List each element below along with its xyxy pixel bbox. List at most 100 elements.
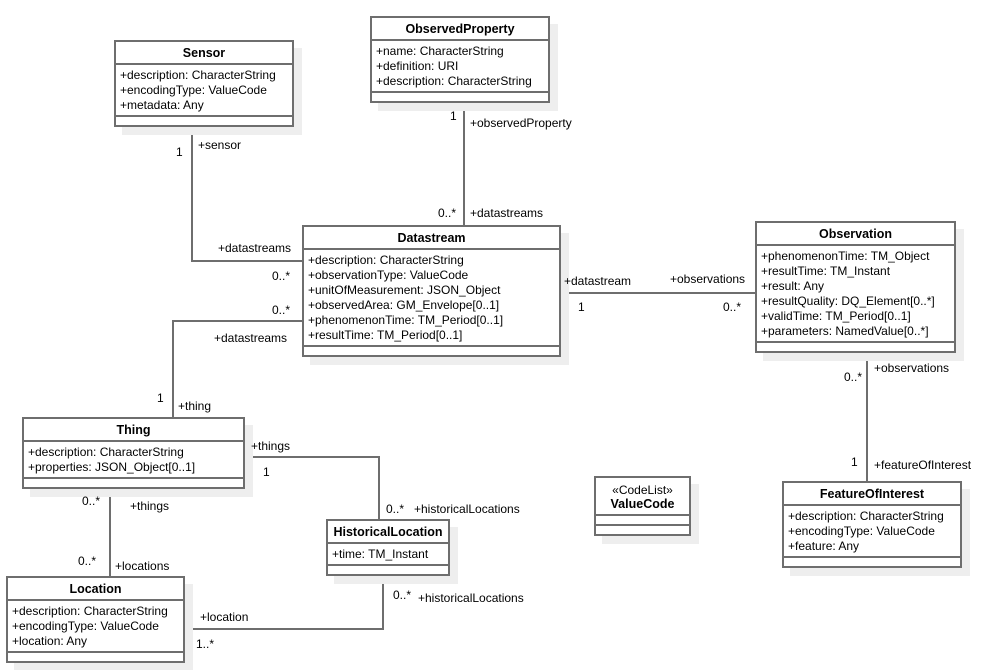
multiplicity-label: 1 bbox=[263, 465, 270, 479]
attribute: +description: CharacterString bbox=[376, 74, 532, 88]
role-label: +locations bbox=[115, 559, 170, 573]
role-label: +thing bbox=[178, 399, 212, 413]
attribute-list: +description: CharacterString +propertie… bbox=[24, 442, 243, 479]
operation-list bbox=[372, 93, 548, 101]
assoc-thing-datastream[interactable] bbox=[172, 320, 303, 418]
attribute: +observedArea: GM_Envelope[0..1] bbox=[308, 298, 500, 312]
operation-list bbox=[757, 343, 954, 351]
multiplicity-label: 1 bbox=[851, 455, 858, 469]
operation-list bbox=[304, 347, 559, 355]
role-label: +datastream bbox=[564, 274, 632, 288]
attribute: +phenomenonTime: TM_Period[0..1] bbox=[308, 313, 504, 327]
multiplicity-label: 0..* bbox=[82, 494, 101, 508]
attribute: +metadata: Any bbox=[120, 98, 204, 112]
role-label: +location bbox=[200, 610, 249, 624]
multiplicity-label: 0..* bbox=[272, 303, 291, 317]
attribute: +description: CharacterString bbox=[12, 604, 168, 618]
attribute: +phenomenonTime: TM_Object bbox=[761, 249, 930, 263]
class-feature-of-interest[interactable]: FeatureOfInterest +description: Characte… bbox=[782, 481, 962, 568]
attribute-list: +description: CharacterString +encodingT… bbox=[784, 506, 960, 558]
attribute: +encodingType: ValueCode bbox=[120, 83, 267, 97]
attribute-list: +phenomenonTime: TM_Object +resultTime: … bbox=[757, 246, 954, 343]
attribute-list bbox=[596, 516, 689, 526]
role-label: +historicalLocations bbox=[418, 591, 524, 605]
role-label: +featureOfInterest bbox=[874, 458, 972, 472]
attribute-list: +description: CharacterString +observati… bbox=[304, 250, 559, 347]
operation-list bbox=[116, 117, 292, 125]
attribute: +unitOfMeasurement: JSON_Object bbox=[308, 283, 501, 297]
attribute: +description: CharacterString bbox=[120, 68, 276, 82]
assoc-location-historicallocation[interactable] bbox=[184, 577, 384, 630]
role-label: +observations bbox=[670, 272, 746, 286]
assoc-sensor-datastream[interactable] bbox=[191, 128, 303, 262]
role-label: +datastreams bbox=[470, 206, 544, 220]
multiplicity-label: 1 bbox=[578, 300, 585, 314]
operation-list bbox=[328, 566, 448, 574]
attribute: +description: CharacterString bbox=[28, 445, 184, 459]
attribute: +observationType: ValueCode bbox=[308, 268, 469, 282]
multiplicity-label: 1 bbox=[157, 391, 164, 405]
class-name: Observation bbox=[757, 223, 954, 246]
attribute: +parameters: NamedValue[0..*] bbox=[761, 324, 929, 338]
class-name: Location bbox=[8, 578, 183, 601]
attribute: +properties: JSON_Object[0..1] bbox=[28, 460, 196, 474]
attribute-list: +time: TM_Instant bbox=[328, 544, 448, 566]
multiplicity-label: 1..* bbox=[196, 637, 215, 651]
operation-list bbox=[596, 526, 689, 534]
class-value-code[interactable]: «CodeList» ValueCode bbox=[594, 476, 691, 536]
attribute: +validTime: TM_Period[0..1] bbox=[761, 309, 911, 323]
attribute: +resultTime: TM_Instant bbox=[761, 264, 891, 278]
attribute-list: +description: CharacterString +encodingT… bbox=[8, 601, 183, 653]
class-location[interactable]: Location +description: CharacterString +… bbox=[6, 576, 185, 663]
assoc-thing-historicallocation[interactable] bbox=[244, 456, 380, 520]
class-datastream[interactable]: Datastream +description: CharacterString… bbox=[302, 225, 561, 357]
multiplicity-label: 0..* bbox=[723, 300, 742, 314]
stereotype: «CodeList» bbox=[612, 483, 673, 497]
operation-list bbox=[784, 558, 960, 566]
class-name: Sensor bbox=[116, 42, 292, 65]
attribute: +feature: Any bbox=[788, 539, 860, 553]
attribute-list: +description: CharacterString +encodingT… bbox=[116, 65, 292, 117]
attribute: +name: CharacterString bbox=[376, 44, 504, 58]
multiplicity-label: 0..* bbox=[844, 370, 863, 384]
attribute: +location: Any bbox=[12, 634, 88, 648]
role-label: +datastreams bbox=[218, 241, 292, 255]
attribute: +description: CharacterString bbox=[308, 253, 464, 267]
attribute-list: +name: CharacterString +definition: URI … bbox=[372, 41, 548, 93]
class-sensor[interactable]: Sensor +description: CharacterString +en… bbox=[114, 40, 294, 127]
class-name: HistoricalLocation bbox=[328, 521, 448, 544]
class-name: ObservedProperty bbox=[372, 18, 548, 41]
class-historical-location[interactable]: HistoricalLocation +time: TM_Instant bbox=[326, 519, 450, 576]
operation-list bbox=[8, 653, 183, 661]
operation-list bbox=[24, 479, 243, 487]
attribute: +resultTime: TM_Period[0..1] bbox=[308, 328, 463, 342]
attribute: +definition: URI bbox=[376, 59, 459, 73]
role-label: +observedProperty bbox=[470, 116, 572, 130]
class-name: «CodeList» ValueCode bbox=[596, 478, 689, 516]
attribute: +encodingType: ValueCode bbox=[788, 524, 935, 538]
multiplicity-label: 0..* bbox=[393, 588, 412, 602]
role-label: +observations bbox=[874, 361, 950, 375]
class-observation[interactable]: Observation +phenomenonTime: TM_Object +… bbox=[755, 221, 956, 353]
multiplicity-label: 1 bbox=[176, 145, 183, 159]
class-thing[interactable]: Thing +description: CharacterString +pro… bbox=[22, 417, 245, 489]
attribute: +encodingType: ValueCode bbox=[12, 619, 159, 633]
attribute: +resultQuality: DQ_Element[0..*] bbox=[761, 294, 935, 308]
attribute: +result: Any bbox=[761, 279, 825, 293]
multiplicity-label: 1 bbox=[450, 109, 457, 123]
multiplicity-label: 0..* bbox=[78, 554, 97, 568]
role-label: +sensor bbox=[198, 138, 242, 152]
class-name: Datastream bbox=[304, 227, 559, 250]
class-name: FeatureOfInterest bbox=[784, 483, 960, 506]
multiplicity-label: 0..* bbox=[386, 502, 405, 516]
class-observed-property[interactable]: ObservedProperty +name: CharacterString … bbox=[370, 16, 550, 103]
role-label: +historicalLocations bbox=[414, 502, 520, 516]
role-label: +datastreams bbox=[214, 331, 288, 345]
multiplicity-label: 0..* bbox=[272, 269, 291, 283]
multiplicity-label: 0..* bbox=[438, 206, 457, 220]
attribute: +time: TM_Instant bbox=[332, 547, 429, 561]
role-label: +things bbox=[251, 439, 291, 453]
role-label: +things bbox=[130, 499, 170, 513]
